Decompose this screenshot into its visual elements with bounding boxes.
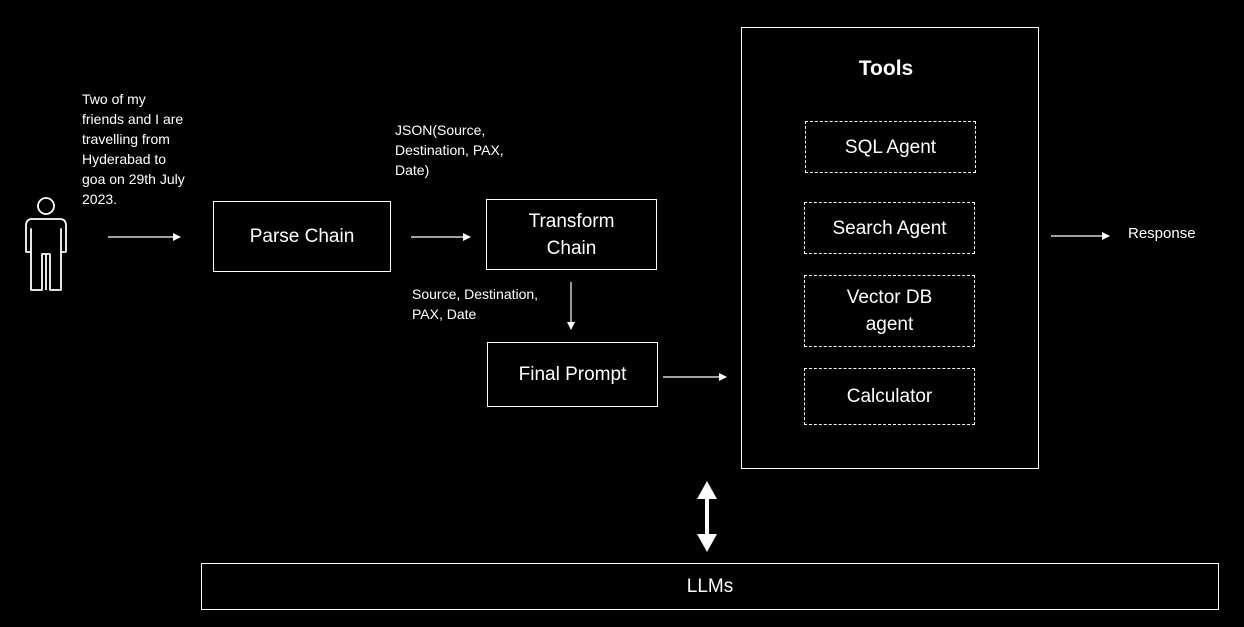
llms-box: LLMs [201, 563, 1219, 610]
vector-db-agent-label-line2: agent [865, 314, 914, 335]
tools-container [741, 27, 1039, 469]
transform-chain-label-line2: Chain [546, 237, 597, 259]
fields-label: Source, Destination, PAX, Date [412, 286, 539, 322]
sql-agent-label: SQL Agent [844, 136, 937, 158]
arrow-tools-llms-bidirectional [697, 481, 717, 552]
search-agent-label: Search Agent [832, 217, 947, 239]
parse-chain-label: Parse Chain [249, 226, 355, 247]
tools-title: Tools [858, 57, 914, 80]
parse-chain-box: Parse Chain [213, 201, 391, 272]
user-query-text: Two of my friends and I are travelling f… [82, 91, 185, 207]
calculator-box: Calculator [804, 368, 975, 425]
vector-db-agent-label-line1: Vector DB [846, 287, 933, 308]
final-prompt-label: Final Prompt [518, 364, 627, 385]
search-agent-box: Search Agent [804, 202, 975, 254]
llms-label: LLMs [686, 576, 734, 597]
transform-chain-label-line1: Transform [528, 210, 615, 232]
transform-chain-box: Transform Chain [486, 199, 657, 270]
vector-db-agent-box: Vector DB agent [804, 275, 975, 347]
response-label: Response [1128, 225, 1196, 242]
final-prompt-box: Final Prompt [487, 342, 658, 407]
sql-agent-box: SQL Agent [805, 121, 976, 173]
person-icon [25, 197, 67, 291]
json-output-label: JSON(Source, Destination, PAX, Date) [395, 122, 504, 178]
calculator-label: Calculator [846, 386, 933, 407]
